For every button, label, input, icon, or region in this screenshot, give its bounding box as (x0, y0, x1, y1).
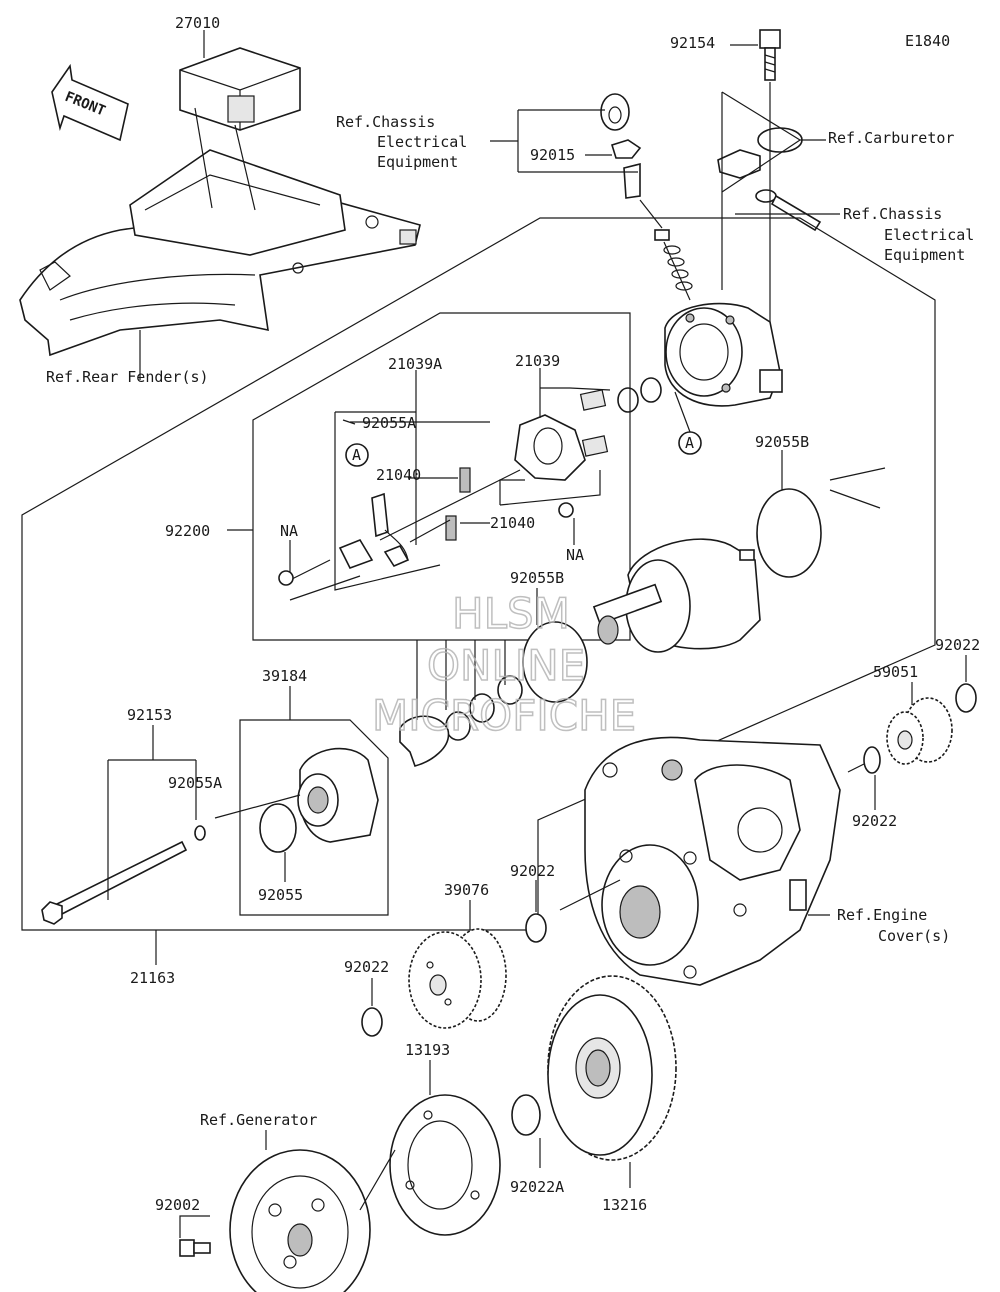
relay-27010 (179, 47, 301, 211)
label-39184: 39184 (262, 667, 307, 685)
label-92055B-mid: 92055B (510, 569, 564, 587)
label-13193: 13193 (405, 1041, 450, 1059)
marker-a-right: A (674, 391, 702, 455)
label-92022-low: 92022 (344, 958, 389, 976)
svg-text:A: A (352, 446, 361, 464)
o-ring-92055B (756, 488, 822, 578)
marker-a-left: A (345, 443, 369, 467)
generator-rotor (229, 1149, 396, 1292)
brush-lead-21039A (278, 412, 574, 601)
watermark-line3: MICROFICHE (372, 691, 636, 740)
label-na-1: NA (280, 522, 298, 540)
idler-gear-39076 (408, 928, 507, 1029)
label-92015: 92015 (530, 146, 575, 164)
label-21039A: 21039A (388, 355, 442, 373)
bolt-92002 (179, 1239, 211, 1257)
label-ref-chassis-1-line2: Electrical (377, 133, 467, 151)
label-21040-top: 21040 (376, 466, 421, 484)
svg-text:A: A (685, 434, 694, 452)
label-ref-chassis-1-line3: Equipment (377, 153, 458, 171)
label-92055A-top: 92055A (362, 414, 416, 432)
label-ref-chassis-2-line3: Equipment (884, 246, 965, 264)
lock-plate (399, 715, 450, 767)
figure-code: E1840 (905, 32, 950, 50)
washer-92022 (863, 746, 881, 774)
label-92002: 92002 (155, 1196, 200, 1214)
watermark: HLSM ONLINE MICROFICHE (371, 588, 637, 741)
label-92022-center: 92022 (510, 862, 555, 880)
engine-cover (559, 736, 869, 986)
label-92055: 92055 (258, 886, 303, 904)
label-ref-carburetor: Ref.Carburetor (828, 129, 954, 147)
washer-92022 (525, 913, 547, 943)
label-ref-rear-fender: Ref.Rear Fender(s) (46, 368, 209, 386)
washer (640, 377, 662, 403)
watermark-line2: ONLINE (427, 641, 585, 690)
label-92022-right: 92022 (935, 636, 980, 654)
label-21040-bottom: 21040 (490, 514, 535, 532)
o-ring-92055A (194, 825, 206, 841)
starter-front-cover-39184 (214, 747, 379, 853)
label-ref-chassis-2-line2: Electrical (884, 226, 974, 244)
one-way-clutch-13193 (389, 1094, 501, 1236)
brush-21040 (445, 467, 471, 541)
label-21039: 21039 (515, 352, 560, 370)
label-92022A: 92022A (510, 1178, 564, 1196)
label-92055B-top: 92055B (755, 433, 809, 451)
bolt-92154 (759, 29, 781, 81)
label-na-2: NA (566, 546, 584, 564)
starter-end-cover (664, 302, 783, 407)
cable-terminal-parts (600, 93, 822, 301)
rear-fender-assembly (19, 149, 421, 357)
o-ring-92055B-mid (522, 621, 588, 703)
label-27010: 27010 (175, 14, 220, 32)
front-arrow-icon: FRONT (51, 63, 129, 142)
label-ref-generator: Ref.Generator (200, 1111, 317, 1129)
label-59051: 59051 (873, 663, 918, 681)
label-92055A-left: 92055A (168, 774, 222, 792)
label-ref-chassis-2-line1: Ref.Chassis (843, 205, 942, 223)
washer (617, 387, 639, 413)
washer-92022 (955, 683, 977, 713)
washer (469, 693, 495, 723)
label-92200: 92200 (165, 522, 210, 540)
label-21163: 21163 (130, 969, 175, 987)
label-92022-mid: 92022 (852, 812, 897, 830)
label-ref-chassis-1-line1: Ref.Chassis (336, 113, 435, 131)
washer (497, 675, 523, 705)
brush-holder-21039 (499, 387, 611, 506)
watermark-line1: HLSM (452, 589, 570, 638)
starter-clutch-gear-13216 (547, 975, 677, 1161)
washer-92022A (511, 1094, 541, 1136)
label-ref-engine-cover-line1: Ref.Engine (837, 906, 927, 924)
label-ref-engine-cover-line2: Cover(s) (878, 927, 950, 945)
through-bolt-21163 (41, 840, 188, 925)
washer-92022 (361, 1007, 383, 1037)
label-92153: 92153 (127, 706, 172, 724)
idler-gear-59051 (886, 697, 953, 765)
starter-armature (592, 467, 886, 653)
label-92154: 92154 (670, 34, 715, 52)
label-13216: 13216 (602, 1196, 647, 1214)
label-39076: 39076 (444, 881, 489, 899)
